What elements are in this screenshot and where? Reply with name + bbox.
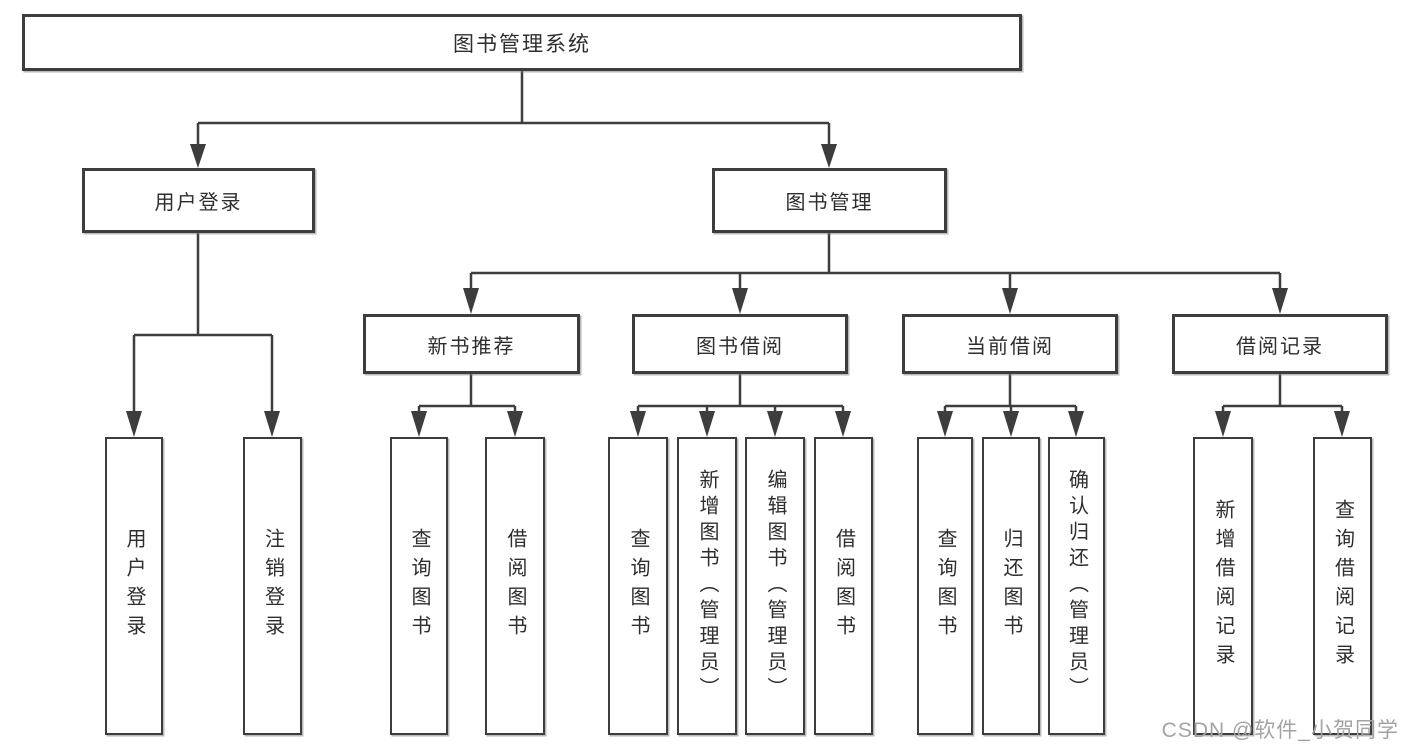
node-book-borrow: 图书借阅 (632, 314, 848, 374)
node-new-book-recommend: 新书推荐 (363, 314, 580, 374)
node-library-management-system: 图书管理系统 (22, 14, 1022, 71)
node-borrow-records: 借阅记录 (1172, 314, 1388, 374)
leaf-confirm-return-admin: 确认归还（管理员） (1048, 437, 1105, 735)
leaf-logout: 注销登录 (243, 437, 302, 735)
csdn-watermark: CSDN @软件_小贺同学 (1161, 719, 1399, 742)
leaf-return-books: 归还图书 (982, 437, 1040, 735)
node-user-login: 用户登录 (82, 168, 315, 233)
leaf-borrow-books-recommend: 借阅图书 (485, 437, 545, 735)
leaf-borrow-books: 借阅图书 (814, 437, 873, 735)
leaf-edit-books-admin: 编辑图书（管理员） (745, 437, 805, 735)
leaf-add-borrow-record: 新增借阅记录 (1193, 437, 1253, 735)
leaf-query-books-recommend: 查询图书 (390, 437, 448, 735)
node-current-borrow: 当前借阅 (902, 314, 1118, 374)
leaf-query-books-borrow: 查询图书 (608, 437, 668, 735)
node-book-management: 图书管理 (712, 168, 947, 233)
leaf-query-borrow-record: 查询借阅记录 (1313, 437, 1372, 735)
leaf-add-books-admin: 新增图书（管理员） (677, 437, 737, 735)
leaf-query-books-current: 查询图书 (917, 437, 973, 735)
leaf-user-login: 用户登录 (105, 437, 163, 735)
